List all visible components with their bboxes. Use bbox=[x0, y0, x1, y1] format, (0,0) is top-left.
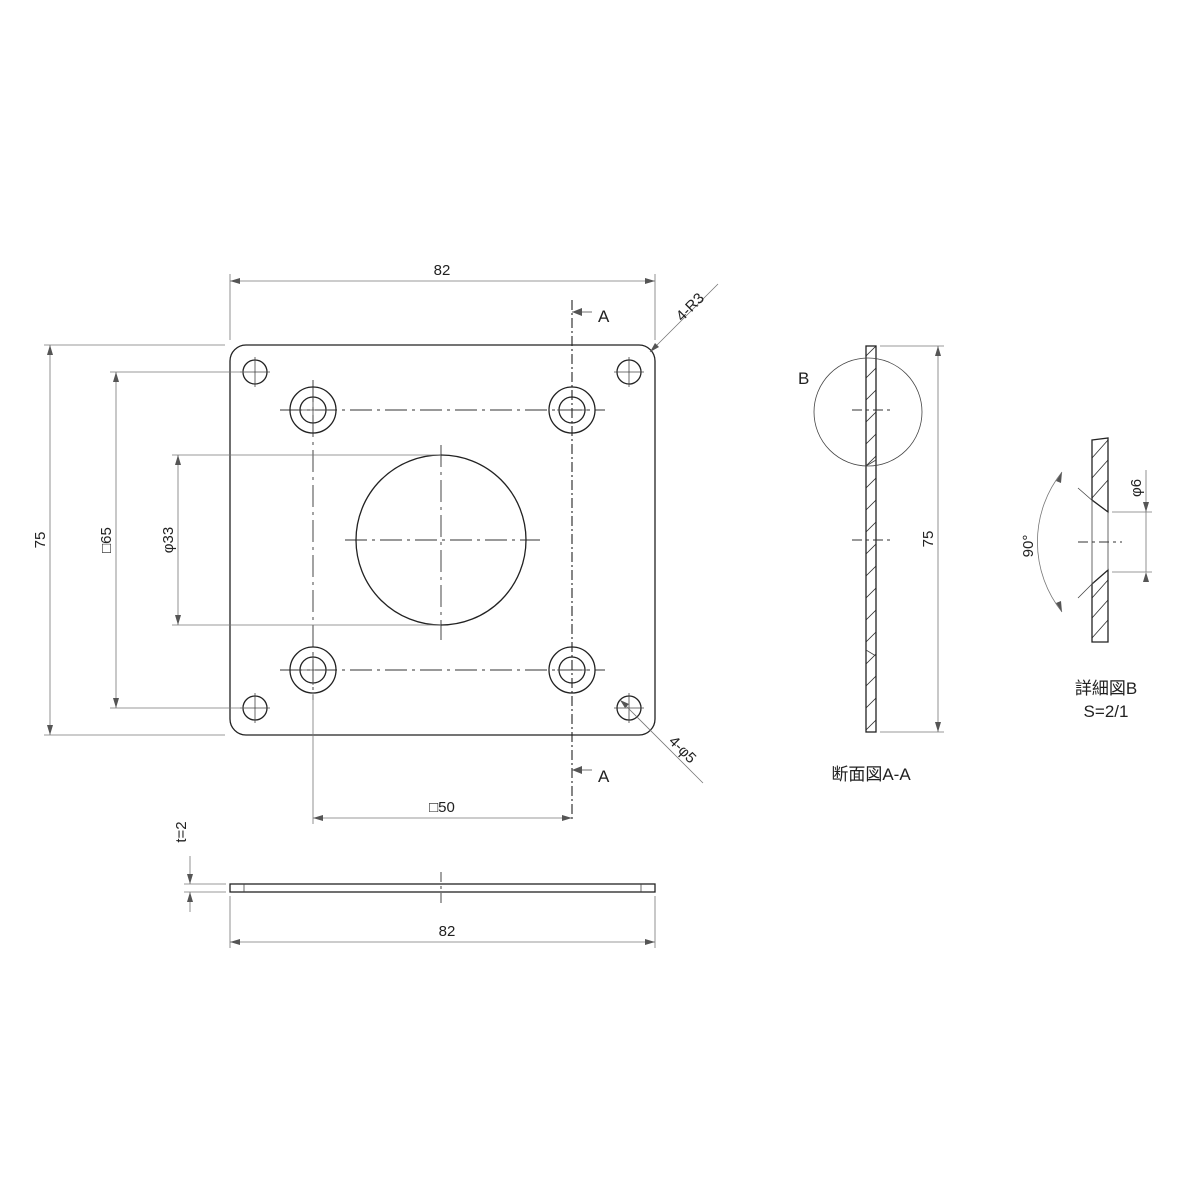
dim-corner-radius: 4-R3 bbox=[673, 290, 708, 325]
corner-hole-tr bbox=[614, 357, 644, 387]
dim-top-width: 82 bbox=[434, 262, 451, 279]
section-view: B 75 断面図A-A bbox=[798, 345, 944, 784]
dim-section-height: 75 bbox=[920, 531, 937, 548]
dim-height: 75 bbox=[32, 532, 49, 549]
dim-corner-holes: 4-φ5 bbox=[665, 733, 699, 767]
dim-square-50: □50 bbox=[429, 799, 455, 816]
detail-view: 90° φ6 詳細図B S=2/1 bbox=[1020, 437, 1152, 721]
detail-scale: S=2/1 bbox=[1084, 702, 1129, 721]
front-view: A A 82 4-R3 75 □65 φ33 bbox=[32, 262, 719, 824]
section-profile bbox=[865, 345, 877, 733]
counterbore-hole-tl bbox=[289, 386, 337, 434]
detail-title: 詳細図B bbox=[1075, 679, 1137, 698]
plate-side-outline bbox=[229, 883, 656, 893]
section-title: 断面図A-A bbox=[831, 765, 911, 784]
dim-angle: 90° bbox=[1020, 535, 1037, 558]
counterbore-hole-bl bbox=[289, 646, 337, 694]
cut-label-top: A bbox=[598, 307, 610, 326]
dim-bottom-width: 82 bbox=[439, 923, 456, 940]
dim-arc-angle bbox=[1037, 471, 1063, 613]
cut-label-bottom: A bbox=[598, 767, 610, 786]
leader-corner-holes bbox=[619, 699, 704, 784]
detail-circle-b bbox=[813, 357, 923, 467]
dim-square-65: □65 bbox=[98, 527, 115, 553]
plate-outline bbox=[229, 344, 656, 736]
dim-detail-dia: φ6 bbox=[1128, 479, 1145, 497]
cut-arrow-bottom-head bbox=[572, 766, 582, 774]
side-view: t=2 82 bbox=[173, 821, 656, 948]
detail-marker-b: B bbox=[798, 369, 809, 388]
cut-arrow-top-head bbox=[572, 308, 582, 316]
section-hatching bbox=[866, 346, 876, 731]
dim-thickness: t=2 bbox=[173, 821, 190, 842]
leader-corner-radius bbox=[649, 283, 719, 353]
dim-dia-33: φ33 bbox=[160, 527, 177, 553]
detail-hatching bbox=[1092, 439, 1108, 639]
corner-hole-br bbox=[614, 693, 644, 723]
detail-profile-bottom bbox=[1091, 568, 1109, 643]
